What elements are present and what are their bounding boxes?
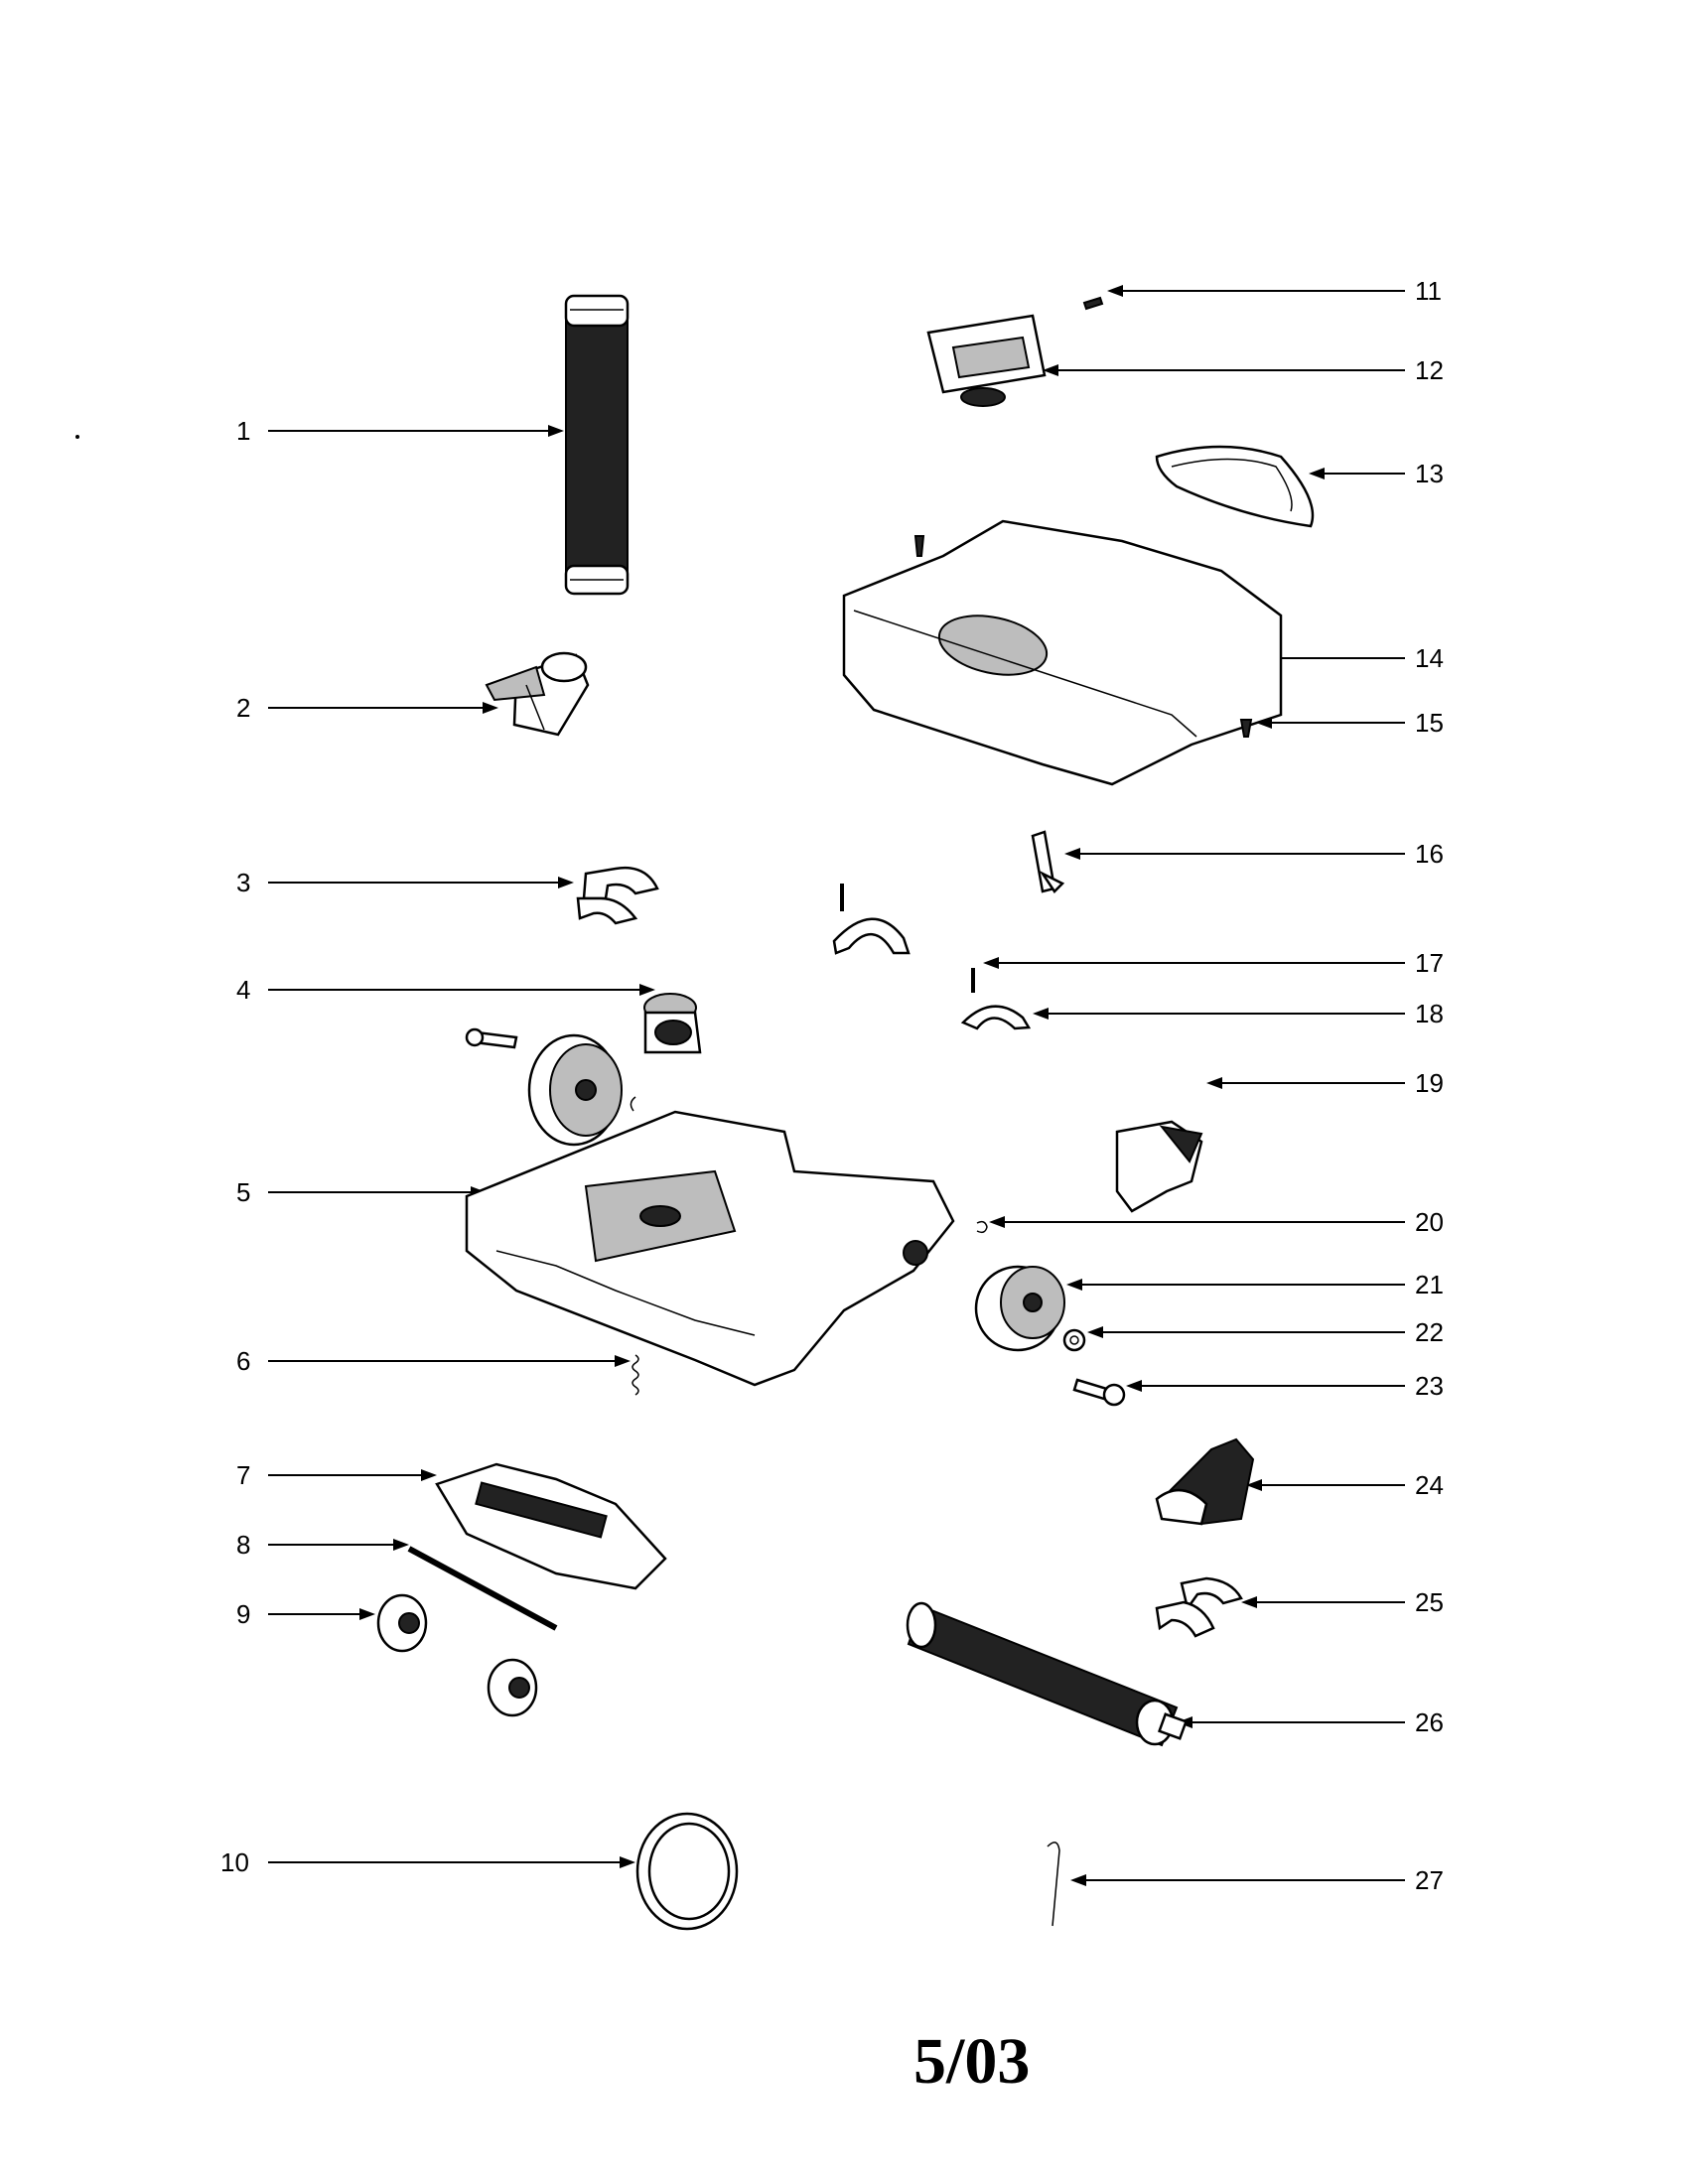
leader-arrow-18 xyxy=(1033,1008,1049,1020)
part-25-bracket xyxy=(1155,1576,1243,1638)
part-4-valve xyxy=(643,993,702,1054)
part-8-rod xyxy=(407,1546,558,1631)
callout-label-2: 2 xyxy=(236,693,250,723)
callout-label-12: 12 xyxy=(1415,355,1444,385)
callout-label-24: 24 xyxy=(1415,1470,1444,1500)
part-6-spring xyxy=(632,1354,639,1396)
callout-label-20: 20 xyxy=(1415,1207,1444,1237)
part-13-lens xyxy=(1155,445,1315,528)
callout-label-25: 25 xyxy=(1415,1587,1444,1617)
leader-arrow-1 xyxy=(548,425,564,437)
leader-arrow-13 xyxy=(1309,468,1325,479)
callout-label-19: 19 xyxy=(1415,1068,1444,1098)
leader-arrow-4 xyxy=(639,984,655,996)
leader-arrow-21 xyxy=(1066,1279,1082,1291)
part-24-cover xyxy=(1155,1437,1255,1526)
callout-label-9: 9 xyxy=(236,1599,250,1629)
leader-arrow-6 xyxy=(615,1355,631,1367)
callout-label-14: 14 xyxy=(1415,643,1444,673)
callout-label-6: 6 xyxy=(236,1346,250,1376)
part-11-screw xyxy=(1082,296,1104,311)
part-wheel-left xyxy=(465,1027,636,1147)
part-26-brushroll xyxy=(906,1601,1189,1747)
callout-label-23: 23 xyxy=(1415,1371,1444,1401)
stray-dot xyxy=(75,435,79,439)
part-16-clip xyxy=(1031,830,1065,893)
leader-arrow-23 xyxy=(1126,1380,1142,1392)
leader-arrow-20 xyxy=(989,1216,1005,1228)
part-3-bracket xyxy=(576,866,659,925)
callout-label-13: 13 xyxy=(1415,459,1444,488)
part-hood-screw xyxy=(913,535,925,557)
callout-label-18: 18 xyxy=(1415,999,1444,1028)
callout-label-7: 7 xyxy=(236,1460,250,1490)
leader-arrow-16 xyxy=(1064,848,1080,860)
callout-label-27: 27 xyxy=(1415,1865,1444,1895)
leader-arrow-8 xyxy=(393,1539,409,1551)
part-5-base xyxy=(465,1110,955,1387)
part-20-clip xyxy=(976,1220,988,1234)
leader-arrow-7 xyxy=(421,1469,437,1481)
leader-arrow-12 xyxy=(1043,364,1058,376)
part-10-belt xyxy=(635,1812,739,1931)
leader-arrow-17 xyxy=(983,957,999,969)
leader-arrow-11 xyxy=(1107,285,1123,297)
footer-date: 5/03 xyxy=(913,2025,1030,2098)
part-12-latch xyxy=(926,314,1047,407)
part-23-bolt xyxy=(1072,1378,1126,1407)
callout-label-17: 17 xyxy=(1415,948,1444,978)
callout-label-10: 10 xyxy=(220,1847,249,1877)
callout-label-16: 16 xyxy=(1415,839,1444,869)
part-19-bumper xyxy=(1115,1120,1203,1213)
leader-arrow-27 xyxy=(1070,1874,1086,1886)
leader-arrow-22 xyxy=(1087,1326,1103,1338)
leader-arrow-2 xyxy=(483,702,498,714)
leader-arrow-25 xyxy=(1241,1596,1257,1608)
part-15-screw xyxy=(1239,719,1253,738)
leader-arrow-10 xyxy=(620,1856,635,1868)
callout-label-26: 26 xyxy=(1415,1707,1444,1737)
callout-label-5: 5 xyxy=(236,1177,250,1207)
part-1-hose xyxy=(564,294,630,596)
callout-label-22: 22 xyxy=(1415,1317,1444,1347)
callout-label-1: 1 xyxy=(236,416,250,446)
part-18-strap xyxy=(960,1005,1032,1030)
callout-label-11: 11 xyxy=(1415,276,1442,306)
leader-arrow-19 xyxy=(1206,1077,1222,1089)
leader-lines: 1234567891011121314151617181920212223242… xyxy=(220,276,1444,1895)
callout-label-4: 4 xyxy=(236,975,250,1005)
part-21-wheel xyxy=(974,1265,1065,1352)
part-7-brush-housing xyxy=(435,1462,667,1590)
part-strap-center xyxy=(832,884,911,955)
part-22-nut xyxy=(1062,1328,1086,1352)
part-2-hose-adapter xyxy=(485,651,590,737)
callout-label-8: 8 xyxy=(236,1530,250,1560)
leader-arrow-9 xyxy=(359,1608,375,1620)
part-14-hood xyxy=(842,519,1283,786)
leader-arrow-3 xyxy=(558,877,574,888)
leader-arrow-24 xyxy=(1246,1479,1262,1491)
callout-label-3: 3 xyxy=(236,868,250,897)
part-9-bearings xyxy=(376,1593,538,1717)
callout-label-15: 15 xyxy=(1415,708,1444,738)
part-27-pin xyxy=(1047,1842,1060,1927)
callout-label-21: 21 xyxy=(1415,1270,1444,1299)
